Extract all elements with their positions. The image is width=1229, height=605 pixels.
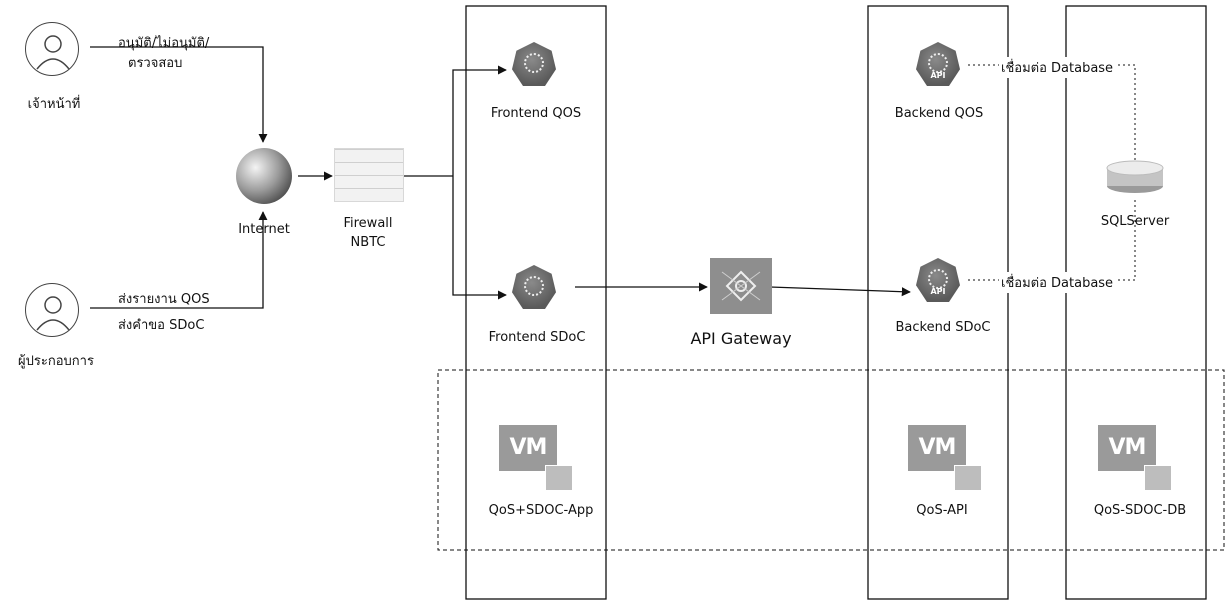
- operator-avatar-icon: [25, 283, 79, 337]
- vm-api-badge-icon: [954, 465, 982, 491]
- frontend-qos-label: Frontend QOS: [490, 106, 582, 121]
- vm-group-box: [437, 369, 1225, 551]
- edge-to-frontend-sdoc: [452, 176, 507, 300]
- officer-action-line2: ตรวจสอบ: [128, 56, 183, 71]
- sqlserver-label: SQLServer: [1100, 214, 1170, 229]
- db-link-sdoc-label: เชื่อมต่อ Database: [999, 272, 1116, 293]
- db-link-qos-label: เชื่อมต่อ Database: [999, 57, 1116, 78]
- operator-label: ผู้ประกอบการ: [18, 354, 94, 369]
- backend-sdoc-label: Backend SDoC: [895, 320, 991, 335]
- vm-app-badge-icon: [545, 465, 573, 491]
- edge-to-frontend-qos: [452, 65, 507, 176]
- operator-action-line2: ส่งคำขอ SDoC: [118, 318, 205, 333]
- firewall-brick-icon: [334, 148, 404, 202]
- firewall-label: Firewall: [343, 216, 393, 231]
- backend-qos-api-tag: API: [930, 71, 946, 80]
- officer-action-line1: อนุมัติ/ไม่อนุมัติ/: [118, 36, 210, 51]
- vm-api-label: QoS-API: [916, 503, 968, 518]
- tier-frontend-box: [465, 5, 607, 600]
- backend-sdoc-api-tag: API: [930, 287, 946, 296]
- internet-globe-icon: [236, 148, 292, 204]
- firewall-sub-label: NBTC: [350, 235, 386, 250]
- edge-officer-internet: [90, 46, 268, 143]
- vm-db-badge-icon: [1144, 465, 1172, 491]
- operator-action-line1: ส่งรายงาน QOS: [118, 292, 210, 307]
- vm-app-icon: VM: [499, 425, 557, 471]
- vm-db-icon: VM: [1098, 425, 1156, 471]
- vm-api-icon: VM: [908, 425, 966, 471]
- internet-label: Internet: [238, 222, 290, 237]
- officer-label: เจ้าหน้าที่: [27, 97, 81, 112]
- vm-app-label: QoS+SDOC-App: [488, 503, 594, 518]
- edge-operator-internet: [90, 211, 268, 309]
- edge-backend-sdoc-db: [968, 200, 1136, 281]
- backend-qos-label: Backend QOS: [894, 106, 984, 121]
- tier-database-box: [1065, 5, 1207, 600]
- sqlserver-database-icon: [1106, 160, 1164, 196]
- edge-gateway-backend: [769, 286, 911, 297]
- api-gateway-label: API Gateway: [690, 329, 792, 348]
- api-gateway-icon: [710, 258, 772, 314]
- officer-avatar-icon: [25, 22, 79, 76]
- vm-db-label: QoS-SDOC-DB: [1093, 503, 1187, 518]
- frontend-sdoc-label: Frontend SDoC: [488, 330, 586, 345]
- tier-backend-box: [867, 5, 1009, 600]
- edge-backend-qos-db: [968, 64, 1136, 160]
